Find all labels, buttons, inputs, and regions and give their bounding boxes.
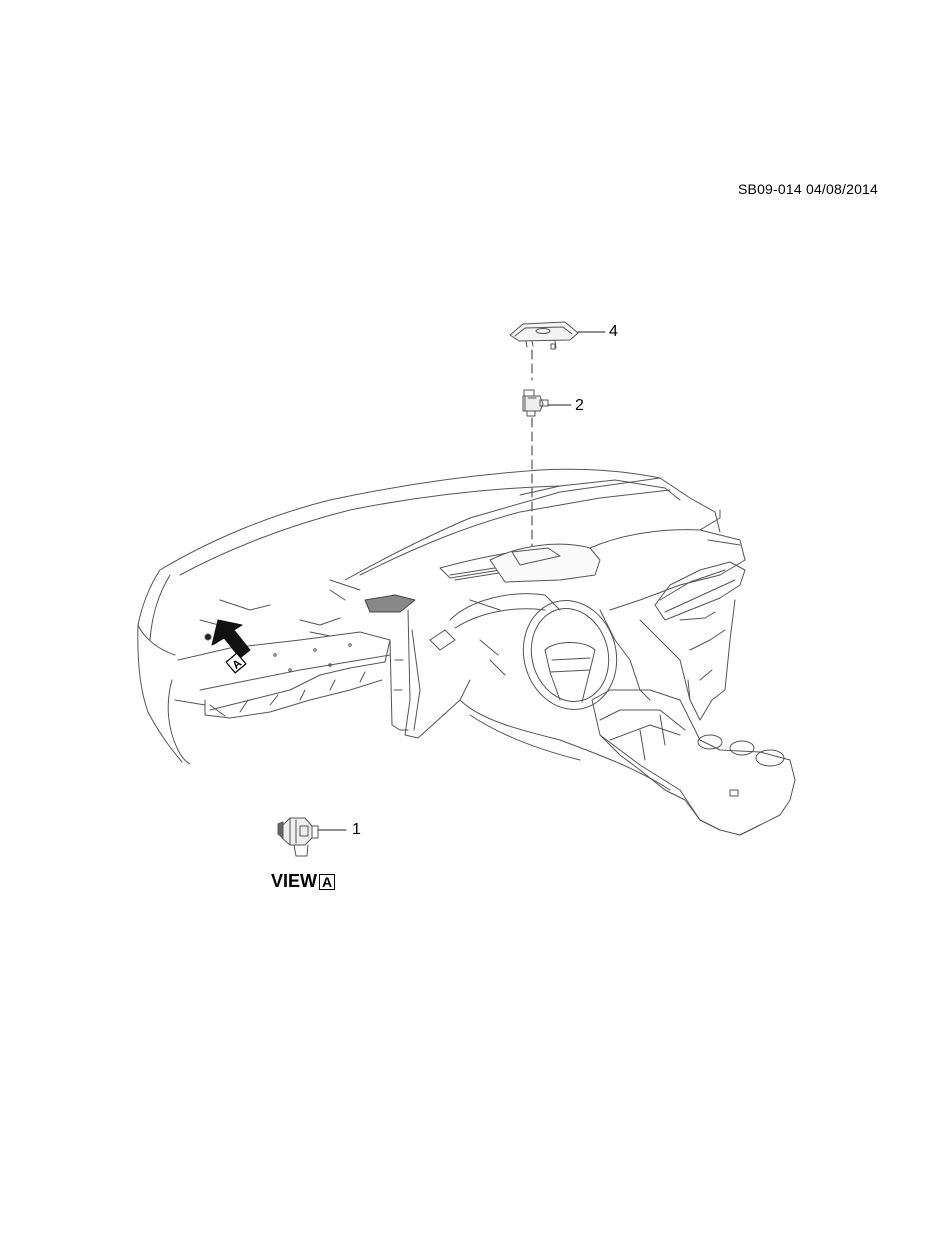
view-label-text: VIEW	[271, 871, 318, 891]
diagram-reference: SB09-014 04/08/2014	[738, 181, 879, 197]
view-label-letter: A	[319, 873, 336, 890]
callout-4: 4	[609, 323, 618, 340]
part-1-sensor	[277, 817, 319, 857]
view-a-arrow	[211, 619, 251, 674]
view-a-label: VIEW A	[271, 871, 336, 892]
instrument-panel-assembly	[137, 468, 796, 836]
callout-2: 2	[575, 397, 584, 414]
part-2-sensor	[522, 389, 549, 417]
part-4-cover	[509, 321, 579, 350]
callout-1: 1	[352, 821, 361, 838]
